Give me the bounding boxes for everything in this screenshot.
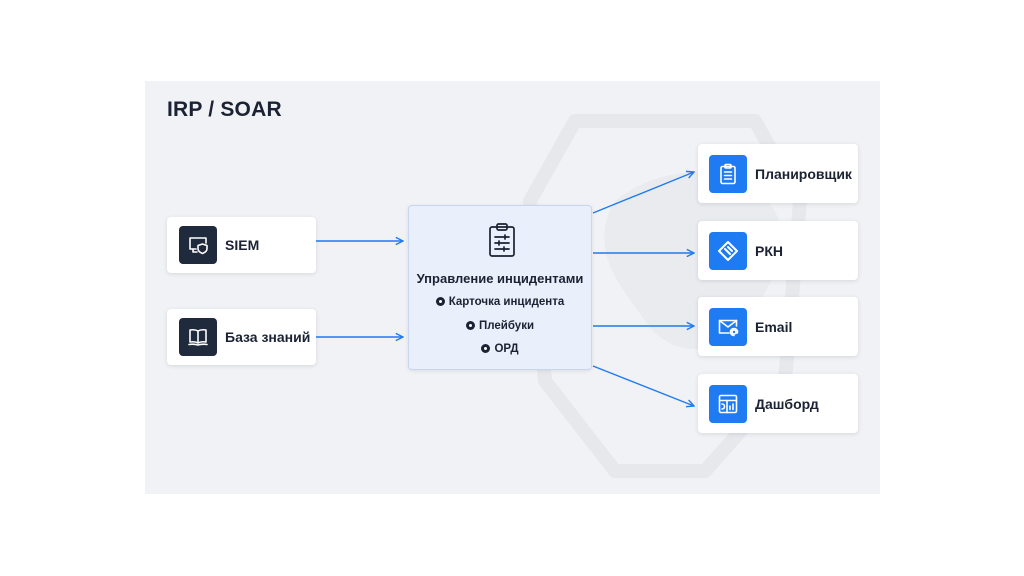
diagram-canvas: IRP / SOAR SIEM (145, 81, 880, 494)
target-card-rkn: РКН (698, 221, 858, 280)
target-label-scheduler: Планировщик (755, 165, 852, 182)
center-item-label: ОРД (494, 343, 519, 355)
center-item-playbooks: Плейбуки (409, 320, 591, 332)
target-label-rkn: РКН (755, 242, 783, 259)
source-label-siem: SIEM (225, 237, 260, 253)
dashboard-chart-icon (709, 384, 747, 423)
center-item-ord: ОРД (409, 343, 591, 355)
target-label-email: Email (755, 318, 793, 335)
clipboard-sliders-icon (489, 223, 515, 257)
monitor-shield-icon (179, 226, 217, 264)
center-item-incident-card: Карточка инцидента (409, 296, 591, 308)
source-card-knowledge-base: База знаний (167, 309, 316, 365)
source-label-knowledge-base: База знаний (225, 329, 311, 345)
source-card-siem: SIEM (167, 217, 316, 273)
center-item-label: Карточка инцидента (448, 296, 565, 308)
diagram-title: IRP / SOAR (167, 98, 282, 121)
center-title: Управление инцидентами (416, 271, 584, 286)
target-card-email: Email (698, 297, 858, 356)
clipboard-list-icon (709, 154, 747, 193)
target-card-scheduler: Планировщик (698, 144, 858, 203)
center-item-label: Плейбуки (478, 320, 535, 332)
diamond-flag-icon (709, 231, 747, 270)
open-book-icon (179, 318, 217, 356)
arrow-center-to-dashboard (592, 365, 694, 406)
envelope-at-icon (709, 307, 747, 346)
target-card-dashboard: Дашборд (698, 374, 858, 433)
arrow-center-to-scheduler (592, 172, 694, 214)
target-label-dashboard: Дашборд (755, 395, 819, 412)
bullet-icon (435, 297, 445, 306)
center-card-incident-management: Управление инцидентами Карточка инцидент… (408, 205, 592, 370)
connector-arrows (316, 81, 880, 494)
bullet-icon (481, 344, 491, 353)
bullet-icon (465, 321, 475, 330)
